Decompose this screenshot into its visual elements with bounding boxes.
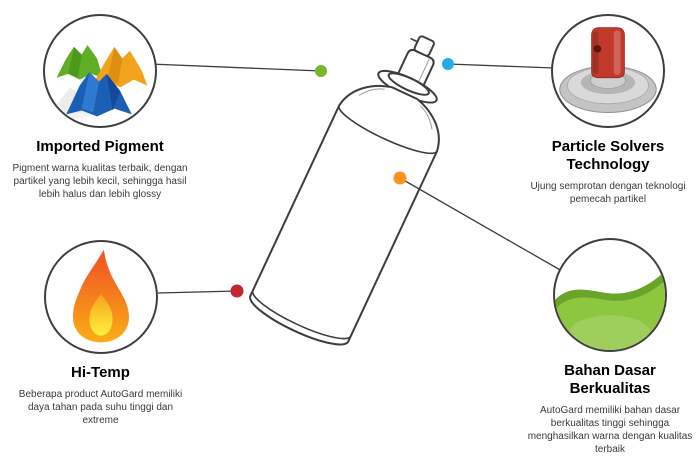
feature-circle-particle-solvers: [551, 14, 665, 128]
feature-circle-hi-temp: [43, 240, 158, 354]
feature-circle-imported-pigment: [43, 14, 157, 128]
pigment-powder-icon: [46, 44, 148, 119]
feature-description-hi-temp: Beberapa product AutoGard memiliki daya …: [18, 389, 183, 426]
connector-dot-bahan-dasar: [393, 171, 407, 185]
feature-title-hi-temp: Hi-Temp: [71, 364, 130, 381]
flame-icon: [72, 249, 129, 343]
feature-description-bahan-dasar: AutoGard memiliki bahan dasar berkualita…: [527, 405, 693, 455]
spray-can-icon: [249, 35, 440, 346]
green-paint-icon: [555, 270, 665, 350]
feature-title-particle-solvers: Particle Solvers Technology: [551, 138, 665, 173]
feature-bahan-dasar: Bahan Dasar Berkualitas AutoGard memilik…: [523, 238, 697, 456]
feature-hi-temp: Hi-Temp Beberapa product AutoGard memili…: [13, 240, 188, 427]
feature-description-imported-pigment: Pigment warna kualitas terbaik, dengan p…: [12, 163, 188, 200]
feature-description-particle-solvers: Ujung semprotan dengan teknologi pemecah…: [530, 181, 686, 205]
feature-title-bahan-dasar: Bahan Dasar Berkualitas: [564, 362, 656, 397]
feature-particle-solvers: Particle Solvers Technology Ujung sempro…: [518, 14, 698, 206]
connector-dot-particle-solvers: [442, 58, 454, 70]
connector-dot-imported-pigment: [315, 65, 327, 77]
connector-line-hi-temp: [157, 290, 238, 294]
feature-imported-pigment: Imported Pigment Pigment warna kualitas …: [10, 14, 190, 201]
connector-line-particle-solvers: [447, 63, 555, 69]
spray-nozzle-icon: [559, 27, 657, 113]
connector-line-bahan-dasar: [399, 177, 563, 272]
connector-line-imported-pigment: [149, 63, 322, 72]
feature-title-imported-pigment: Imported Pigment: [36, 138, 164, 155]
connector-dot-hi-temp: [230, 284, 244, 298]
feature-circle-bahan-dasar: [553, 238, 667, 352]
